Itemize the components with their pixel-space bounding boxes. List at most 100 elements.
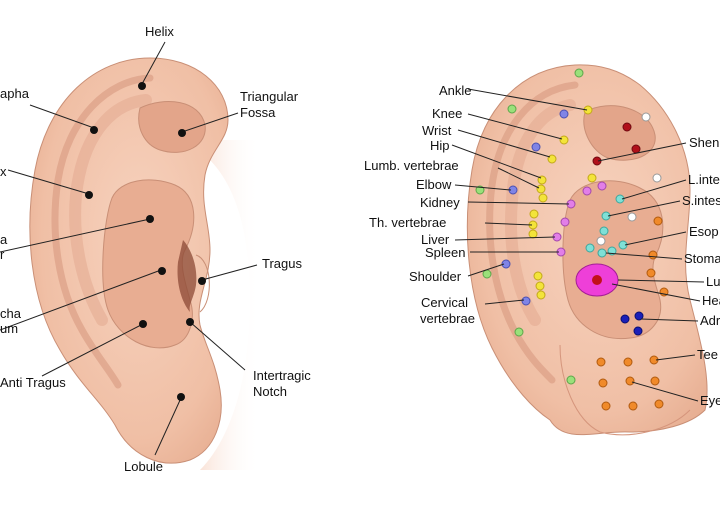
point-cervical-2 [535, 281, 545, 291]
left-helix-rim [51, 74, 154, 389]
point-cyan-1 [599, 226, 609, 236]
point-stoma [648, 250, 658, 260]
label-triangular: Triangular [240, 89, 299, 104]
label-cymba-b: um [0, 321, 18, 336]
label-hip: Hip [430, 138, 450, 153]
point-white-2 [652, 173, 662, 183]
point-shoulder [501, 259, 511, 269]
left-ear-canal [177, 240, 197, 312]
point-l-inte [615, 194, 625, 204]
label-cervical-2: vertebrae [420, 311, 475, 326]
label-stoma: Stoma [684, 251, 720, 266]
label-eye: Eye [700, 393, 720, 408]
label-intertragic-2: Notch [253, 384, 287, 399]
point-eye-2 [625, 376, 635, 386]
right-helix-rim [486, 81, 579, 384]
label-concha-b: r [0, 247, 5, 262]
left-triangular-fossa [138, 101, 206, 153]
point-green-4 [482, 269, 492, 279]
label-cymba-a: cha [0, 306, 22, 321]
point-eye-1 [598, 378, 608, 388]
point-red-2 [631, 144, 641, 154]
point-white-4 [596, 236, 606, 246]
left-tragus [195, 254, 210, 313]
point-pink-3 [560, 217, 570, 227]
point-adrenal-3 [633, 326, 643, 336]
point-adrenal-2 [634, 311, 644, 321]
point-lumb-3 [538, 193, 548, 203]
left-cheek-shade [180, 140, 260, 470]
point-green-2 [507, 104, 517, 114]
label-antihelix: x [0, 164, 7, 179]
point-shen [592, 156, 602, 166]
point-white-1 [641, 112, 651, 122]
label-l-inte: L.inte [688, 172, 720, 187]
antihelix-point [85, 191, 93, 199]
point-knee [559, 109, 569, 119]
right-lobule [559, 344, 691, 436]
label-scapha: apha [0, 86, 30, 101]
antitragus-point [139, 320, 147, 328]
left-ear: Helix apha x Triangular Fossa a r Tragus… [0, 24, 311, 474]
point-green-5 [514, 327, 524, 337]
point-orange-4 [601, 401, 611, 411]
point-cervical-1 [533, 271, 543, 281]
intertragic-notch-point [186, 318, 194, 326]
point-extra-yellow [587, 173, 597, 183]
label-liver: Liver [421, 232, 450, 247]
point-thoracic-3 [528, 229, 538, 239]
label-tee: Tee [697, 347, 718, 362]
label-knee: Knee [432, 106, 462, 121]
point-orange-1 [653, 216, 663, 226]
right-leader-lines [451, 88, 705, 402]
helix-point [138, 82, 146, 90]
label-lumb: Lumb. vertebrae [364, 158, 459, 173]
label-adr: Adr [700, 313, 720, 328]
label-spleen: Spleen [425, 245, 465, 260]
label-esop: Esop [689, 224, 719, 239]
point-green-1 [574, 68, 584, 78]
point-pink-1 [582, 186, 592, 196]
point-orange-6 [654, 399, 664, 409]
point-teeth-2 [623, 357, 633, 367]
acupoints [475, 68, 669, 411]
point-thoracic-1 [529, 209, 539, 219]
point-cyan-2 [585, 243, 595, 253]
lobule-point [177, 393, 185, 401]
tragus-point [198, 277, 206, 285]
label-ankle: Ankle [439, 83, 472, 98]
label-elbow: Elbow [416, 177, 452, 192]
label-antitragus: Anti Tragus [0, 375, 66, 390]
point-lumb-2 [536, 184, 546, 194]
right-ear: Ankle Knee Wrist Hip Lumb. vertebrae Elb… [364, 64, 720, 436]
point-adrenal-1 [620, 314, 630, 324]
concha-point [146, 215, 154, 223]
point-knee-2 [531, 142, 541, 152]
label-lobule: Lobule [124, 459, 163, 474]
point-orange-2 [646, 268, 656, 278]
point-wrist [559, 135, 569, 145]
point-red-1 [622, 122, 632, 132]
point-hip [547, 154, 557, 164]
point-ankle [583, 105, 593, 115]
label-kidney: Kidney [420, 195, 460, 210]
label-tragus: Tragus [262, 256, 302, 271]
label-fossa: Fossa [240, 105, 276, 120]
point-clavicle [521, 296, 531, 306]
label-thoracic: Th. vertebrae [369, 215, 446, 230]
label-s-intes: S.intes [682, 193, 720, 208]
label-helix: Helix [145, 24, 174, 39]
label-shen: Shen [689, 135, 719, 150]
left-scapha [69, 94, 152, 326]
point-teeth-1 [596, 357, 606, 367]
point-cervical-3 [536, 290, 546, 300]
label-concha-a: a [0, 232, 8, 247]
point-pink-2 [597, 181, 607, 191]
point-green-3 [475, 185, 485, 195]
point-cyan-3 [597, 248, 607, 258]
point-white-3 [627, 212, 637, 222]
point-heart [592, 275, 602, 285]
right-concha [562, 180, 664, 340]
